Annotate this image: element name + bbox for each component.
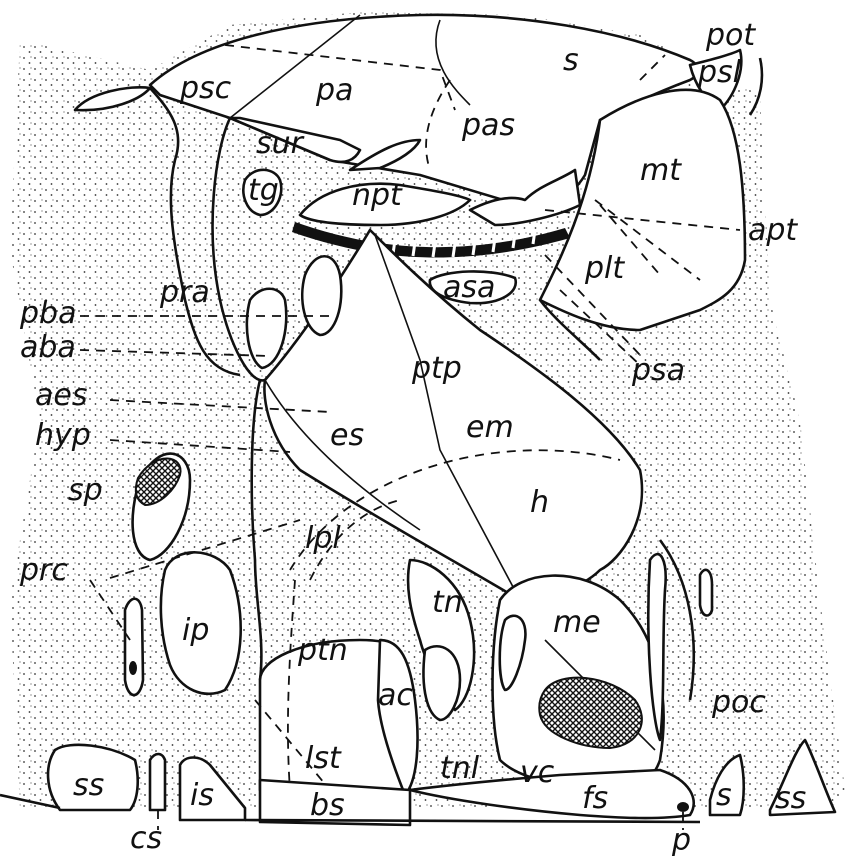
label-ac: ac	[378, 678, 413, 713]
label-me: me	[553, 605, 601, 640]
cs-plate	[150, 754, 165, 810]
label-prc: prc	[19, 553, 68, 588]
label-psl: psl	[697, 55, 742, 90]
label-sur: sur	[256, 126, 305, 161]
label-pra: pra	[159, 275, 210, 310]
label-aba: aba	[20, 330, 76, 365]
p-dot	[677, 802, 689, 812]
label-ptp: ptp	[411, 351, 462, 386]
label-poc: poc	[711, 685, 766, 720]
prc-dot	[129, 661, 137, 675]
label-es: es	[330, 418, 364, 453]
label-hyp: hyp	[35, 418, 91, 453]
label-tn: tn	[432, 585, 463, 620]
label-s-top: s	[563, 43, 579, 78]
rib-2	[700, 570, 712, 616]
label-fs: fs	[582, 781, 608, 816]
label-psc: psc	[179, 71, 232, 106]
label-sp: sp	[68, 473, 103, 508]
label-pot: pot	[705, 18, 756, 53]
label-pas: pas	[461, 108, 515, 143]
label-pa: pa	[315, 73, 353, 108]
label-bs: bs	[310, 788, 345, 823]
label-ss-left: ss	[73, 768, 104, 803]
label-npt: npt	[352, 178, 403, 213]
label-is: is	[190, 778, 214, 813]
label-pba: pba	[19, 296, 76, 331]
label-asa: asa	[443, 270, 495, 305]
label-ss-right: ss	[775, 781, 806, 816]
label-tnl: tnl	[440, 751, 480, 786]
label-aes: aes	[35, 378, 87, 413]
label-cs: cs	[130, 821, 162, 856]
label-vc: vc	[520, 755, 555, 790]
label-ip: ip	[182, 613, 209, 648]
label-psa: psa	[631, 353, 685, 388]
label-s-right: s	[716, 778, 732, 813]
pra-oval-1	[302, 256, 341, 335]
label-mt: mt	[640, 153, 682, 188]
label-plt: plt	[584, 251, 625, 286]
label-em: em	[466, 410, 514, 445]
prc-process	[125, 599, 143, 695]
label-h: h	[530, 485, 549, 520]
label-tg: tg	[248, 173, 279, 208]
label-apt: apt	[748, 213, 798, 248]
label-p: p	[671, 823, 691, 857]
label-ptn: ptn	[297, 633, 348, 668]
label-lpl: lpl	[305, 521, 341, 556]
label-lst: lst	[305, 741, 342, 776]
